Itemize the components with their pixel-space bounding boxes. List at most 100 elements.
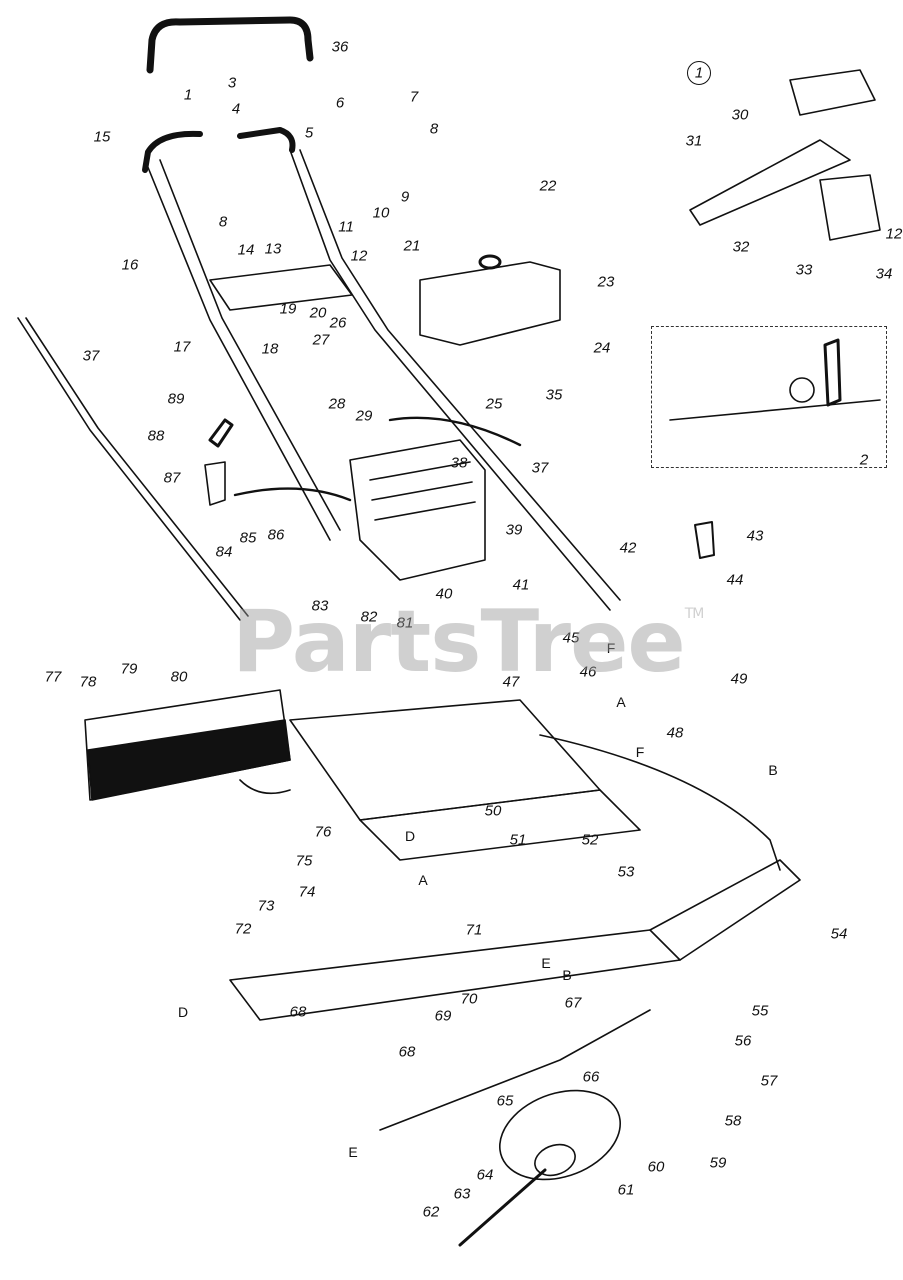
spark-plug — [208, 418, 234, 448]
callout-87: 87 — [163, 469, 181, 487]
callout-61: 61 — [617, 1181, 635, 1199]
detail-2-rod — [669, 399, 881, 421]
callout-43: 43 — [746, 527, 764, 545]
callout-F: F — [606, 640, 616, 656]
callout-46: 46 — [579, 663, 597, 681]
callout-18: 18 — [261, 340, 279, 358]
callout-62: 62 — [422, 1203, 440, 1221]
callout-37: 37 — [531, 459, 549, 477]
wheel-shaft — [458, 1168, 547, 1247]
callout-77: 77 — [44, 668, 62, 686]
callout-54: 54 — [830, 925, 848, 943]
callout-B: B — [768, 762, 778, 778]
callout-19: 19 — [279, 300, 297, 318]
callout-86: 86 — [267, 526, 285, 544]
callout-58: 58 — [724, 1112, 742, 1130]
callout-67: 67 — [564, 994, 582, 1012]
callout-7: 7 — [409, 88, 419, 106]
callout-81: 81 — [396, 614, 414, 632]
callout-85: 85 — [239, 529, 257, 547]
callout-13: 13 — [264, 240, 282, 258]
callout-83: 83 — [311, 597, 329, 615]
callout-26: 26 — [329, 314, 347, 332]
callout-D: D — [404, 828, 416, 844]
callout-27: 27 — [312, 331, 330, 349]
drive-rod — [379, 1009, 651, 1131]
detail-1-number: 1 — [694, 64, 704, 82]
carb-hose — [388, 416, 522, 447]
callout-73: 73 — [257, 897, 275, 915]
callout-65: 65 — [496, 1092, 514, 1110]
callout-71: 71 — [465, 921, 483, 939]
fuel-cap — [478, 254, 502, 270]
upper-handle-grip — [146, 16, 314, 74]
callout-20: 20 — [309, 304, 327, 322]
callout-44: 44 — [726, 571, 744, 589]
engine-block — [349, 439, 486, 581]
callout-8: 8 — [429, 120, 439, 138]
callout-32: 32 — [732, 238, 750, 256]
callout-D: D — [177, 1004, 189, 1020]
callout-B: B — [562, 967, 572, 983]
callout-53: 53 — [617, 863, 635, 881]
callout-49: 49 — [730, 670, 748, 688]
handle-tube-left-inner — [159, 159, 341, 531]
callout-60: 60 — [647, 1158, 665, 1176]
callout-56: 56 — [734, 1032, 752, 1050]
callout-45: 45 — [562, 629, 580, 647]
callout-31: 31 — [685, 132, 703, 150]
callout-47: 47 — [502, 673, 520, 691]
callout-A: A — [616, 694, 626, 710]
callout-38: 38 — [450, 454, 468, 472]
fuel-line — [233, 487, 352, 502]
callout-12: 12 — [885, 225, 903, 243]
callout-88: 88 — [147, 427, 165, 445]
callout-41: 41 — [512, 576, 530, 594]
callout-8: 8 — [218, 213, 228, 231]
callout-66: 66 — [582, 1068, 600, 1086]
callout-33: 33 — [795, 261, 813, 279]
callout-34: 34 — [875, 265, 893, 283]
control-panel — [209, 264, 353, 311]
auger-curve — [239, 779, 291, 795]
callout-16: 16 — [121, 256, 139, 274]
detail-1-bracket — [819, 174, 881, 241]
callout-F: F — [635, 744, 645, 760]
callout-11: 11 — [338, 218, 354, 236]
detail-2-bracket — [789, 377, 815, 403]
callout-48: 48 — [666, 724, 684, 742]
callout-51: 51 — [509, 831, 527, 849]
callout-E: E — [541, 955, 551, 971]
callout-28: 28 — [328, 395, 346, 413]
drive-cable — [539, 734, 781, 871]
wheel — [499, 1089, 621, 1181]
callout-5: 5 — [304, 124, 314, 142]
callout-69: 69 — [434, 1007, 452, 1025]
handle-tube-left — [144, 159, 331, 541]
lower-handle-grip-right — [237, 127, 296, 153]
callout-74: 74 — [298, 883, 316, 901]
engine-detail — [369, 461, 476, 521]
bolt-43 — [694, 521, 715, 559]
detail-1-lever — [689, 139, 851, 226]
detail-1-body — [789, 69, 876, 116]
callout-72: 72 — [234, 920, 252, 938]
callout-36: 36 — [331, 38, 349, 56]
auger-housing-fill — [87, 719, 291, 801]
callout-21: 21 — [403, 237, 421, 255]
callout-15: 15 — [93, 128, 111, 146]
side-rod — [17, 317, 241, 621]
callout-A: A — [418, 872, 428, 888]
callout-50: 50 — [484, 802, 502, 820]
callout-1: 1 — [183, 86, 193, 104]
callout-30: 30 — [731, 106, 749, 124]
detail-1-ring — [687, 61, 711, 85]
callout-24: 24 — [593, 339, 611, 357]
callout-9: 9 — [400, 188, 410, 206]
axle-frame-right — [649, 859, 801, 961]
callout-55: 55 — [751, 1002, 769, 1020]
callout-29: 29 — [355, 407, 373, 425]
callout-78: 78 — [79, 673, 97, 691]
callout-52: 52 — [581, 831, 599, 849]
